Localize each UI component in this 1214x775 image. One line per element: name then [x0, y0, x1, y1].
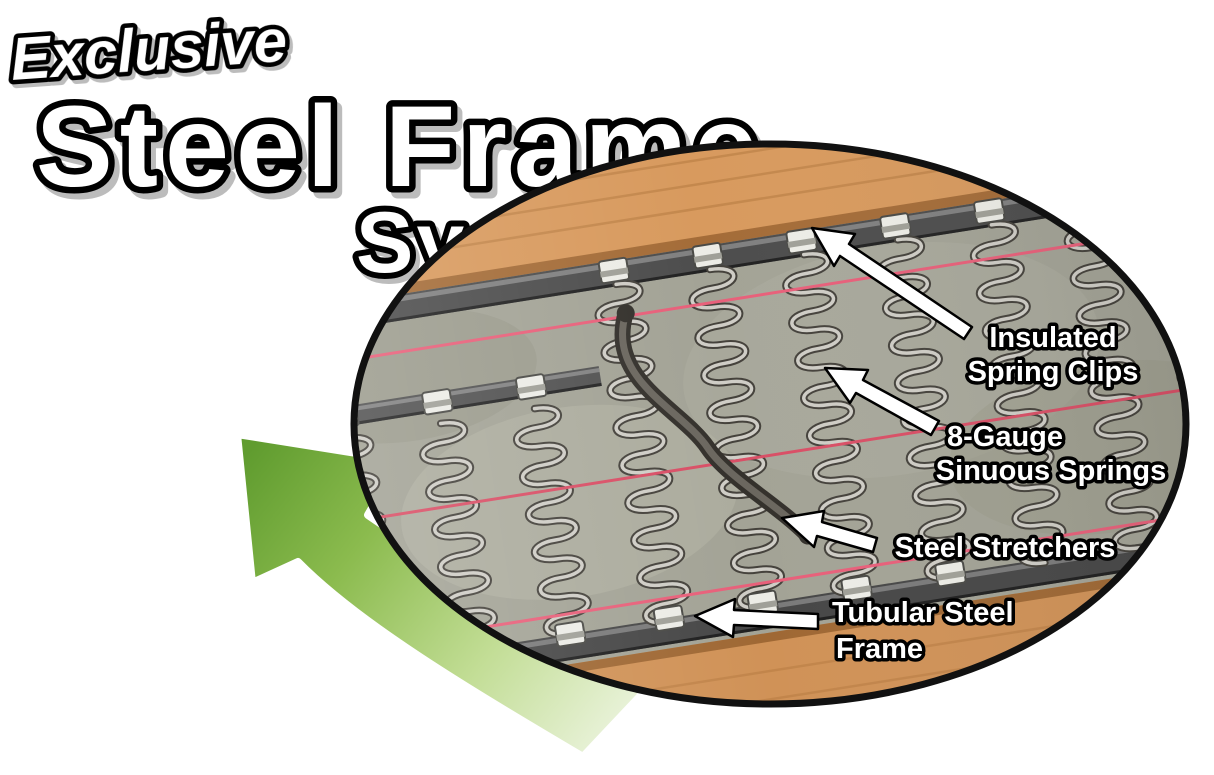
arrow-to-tubular-frame: [693, 597, 820, 639]
callout-arrows: [693, 226, 974, 639]
label-steel-stretchers: Steel Stretchers: [895, 532, 1116, 564]
label-tubular-steel-frame-line2: Frame: [836, 633, 923, 665]
arrow-to-sinuous-spring: [823, 366, 941, 437]
callout-labels: Insulated Spring Clips 8-Gauge Sinuous S…: [829, 319, 1170, 669]
photo-ellipse-border: [350, 140, 1190, 708]
label-tubular-steel-frame-line1: Tubular Steel: [832, 597, 1014, 629]
label-insulated-spring-clips-line1: Insulated: [989, 322, 1116, 354]
title-exclusive: Exclusive: [8, 7, 289, 93]
spring-clip: [1066, 182, 1100, 211]
arrow-to-steel-stretcher: [780, 509, 879, 554]
label-sinuous-springs-line1: 8-Gauge: [947, 421, 1063, 453]
label-insulated-spring-clips-line2: Spring Clips: [968, 356, 1139, 388]
arrow-to-spring-clip: [810, 226, 974, 341]
label-sinuous-springs-line2: Sinuous Springs: [936, 455, 1166, 487]
